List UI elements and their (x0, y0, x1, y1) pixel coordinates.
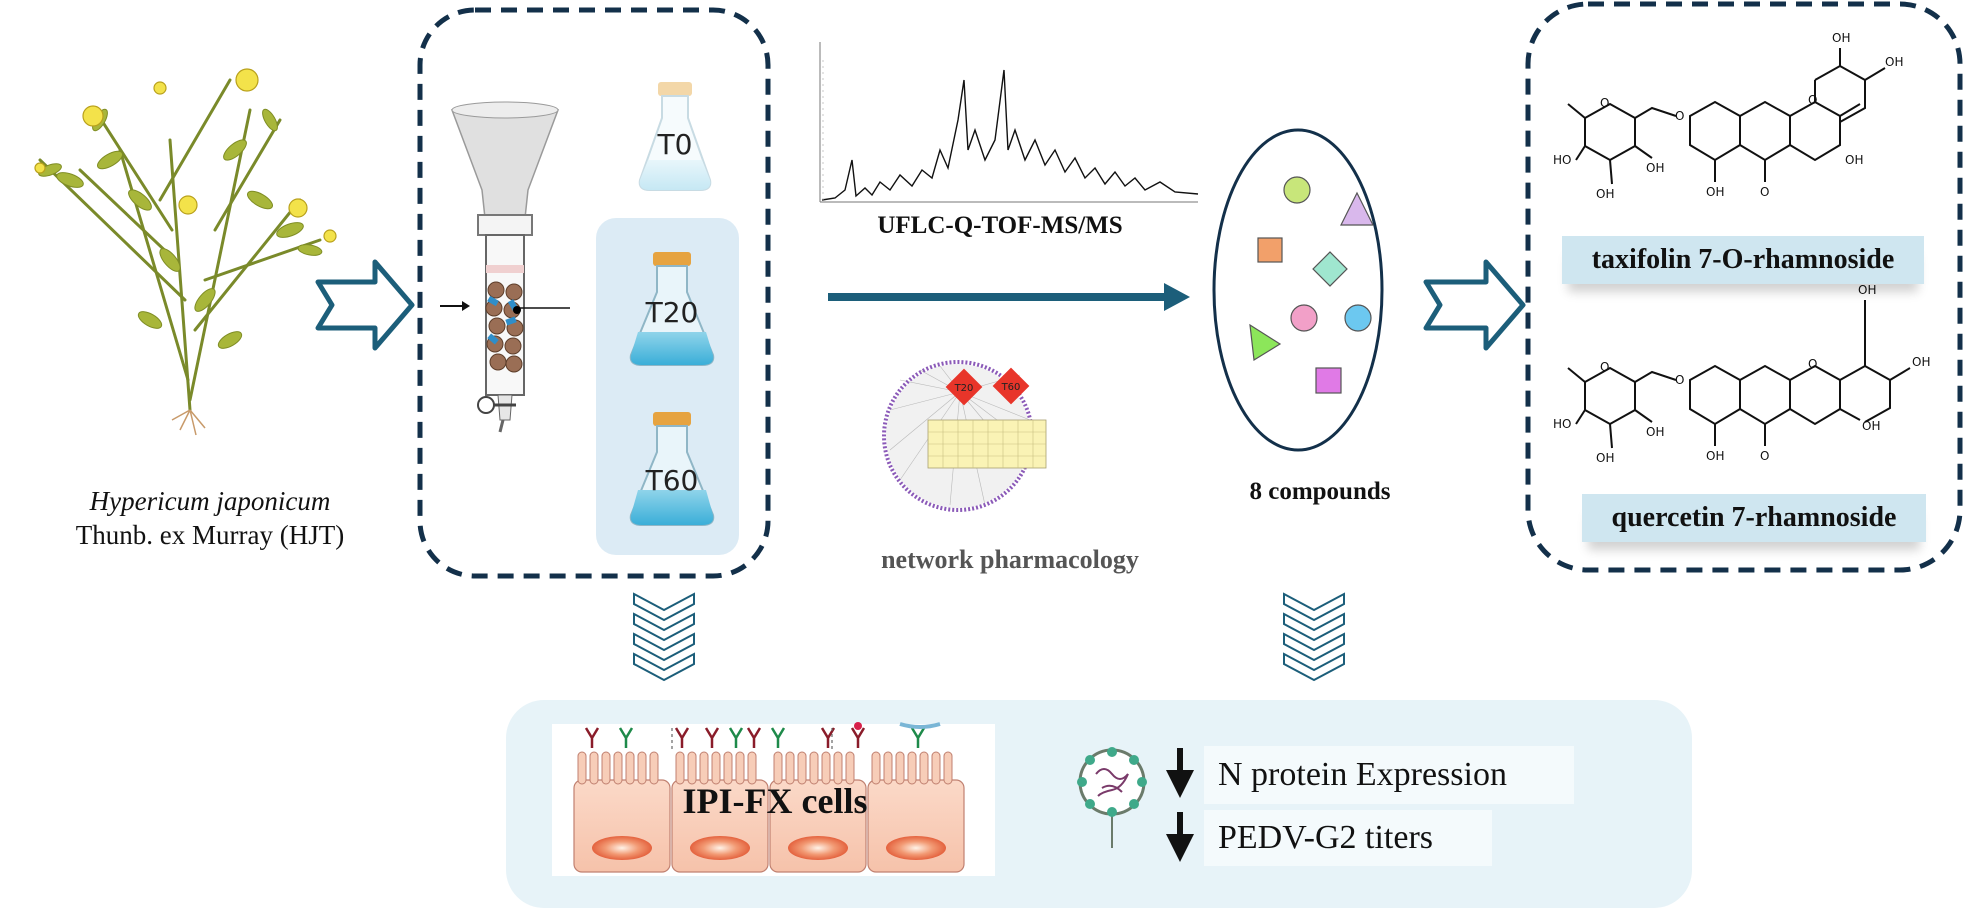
compound-shape-4 (1312, 251, 1348, 287)
flask-label-t0: T0 (657, 128, 693, 161)
decrease-arrow-icon (1166, 748, 1194, 798)
cell-line-label: IPI-FX cells (682, 781, 868, 821)
compound-shapes (1249, 176, 1374, 394)
network-node-t60: T60 (1001, 382, 1021, 393)
svg-text:OH: OH (1706, 449, 1724, 463)
compound-shape-8 (1315, 367, 1342, 394)
compound-shape-5 (1290, 304, 1318, 332)
taxifolin-structure-drawing (1567, 48, 1886, 185)
result-pedv-titers: PEDV-G2 titers (1204, 810, 1492, 866)
flask-label-t20: T20 (645, 296, 699, 329)
result-n-protein: N protein Expression (1204, 746, 1574, 804)
epithelial-cells-illustration (552, 722, 995, 876)
svg-text:OH: OH (1862, 419, 1880, 433)
svg-text:OH: OH (1858, 283, 1876, 297)
compound-shape-3 (1257, 237, 1283, 263)
network-pharmacology-graph (882, 360, 1047, 512)
arrow-plant-to-extraction (315, 259, 415, 351)
svg-text:OH: OH (1885, 55, 1903, 69)
extraction-panel (417, 7, 771, 579)
svg-text:O: O (1760, 185, 1769, 199)
svg-text:O: O (1675, 373, 1684, 387)
svg-text:OH: OH (1845, 153, 1863, 167)
svg-text:OH: OH (1596, 187, 1614, 201)
compound-shape-7 (1249, 323, 1282, 362)
method-label: UFLC-Q-TOF-MS/MS (877, 212, 1123, 239)
compound-shape-2 (1340, 191, 1374, 226)
compound-count-label: 8 compounds (1249, 478, 1391, 505)
identified-compounds-panel (1525, 1, 1963, 573)
svg-text:OH: OH (1646, 425, 1664, 439)
chevrons-down-right (1283, 592, 1345, 682)
svg-text:O: O (1675, 109, 1684, 123)
virus-icon (1077, 747, 1147, 848)
network-pharmacology-label: network pharmacology (881, 545, 1139, 574)
column-chromatography-illustration (440, 101, 570, 433)
compound-shape-1 (1283, 176, 1311, 204)
hypericum-plant-illustration (34, 68, 337, 436)
svg-text:HO: HO (1553, 417, 1571, 431)
decrease-arrow-icon-2 (1166, 812, 1194, 862)
compound1-name-label: taxifolin 7-O-rhamnoside (1562, 236, 1924, 284)
svg-text:OH: OH (1706, 185, 1724, 199)
svg-text:OH: OH (1912, 355, 1930, 369)
chevrons-down-left (633, 592, 695, 682)
arrow-compounds-to-identified (1423, 259, 1526, 351)
svg-text:O: O (1808, 357, 1817, 371)
svg-text:OH: OH (1596, 451, 1614, 465)
svg-text:O: O (1760, 449, 1769, 463)
flask-t0 (638, 82, 712, 191)
quercetin-atom-labels: O O HO OH OH OH O O OH OH OH (1553, 283, 1930, 465)
arrow-extraction-to-compounds (828, 283, 1190, 311)
svg-text:O: O (1808, 93, 1817, 107)
flask-label-t60: T60 (645, 464, 699, 497)
network-node-t20: T20 (954, 383, 974, 394)
plant-authority: Thunb. ex Murray (HJT) (75, 520, 345, 550)
compound2-name-label: quercetin 7-rhamnoside (1582, 494, 1926, 542)
flask-panel (596, 218, 739, 555)
chromatogram-thumbnail (819, 42, 1199, 203)
plant-caption: Hypericum japonicum Thunb. ex Murray (HJ… (20, 484, 400, 552)
plant-species-name: Hypericum japonicum (89, 486, 331, 516)
flask-t60 (629, 412, 715, 526)
compound-shape-6 (1344, 304, 1372, 332)
svg-text:HO: HO (1553, 153, 1571, 167)
svg-text:O: O (1600, 360, 1609, 374)
flask-t20 (629, 252, 715, 366)
quercetin-structure-drawing (1567, 300, 1911, 449)
taxifolin-atom-labels: O O HO OH OH OH O O OH OH OH (1553, 31, 1903, 201)
svg-text:OH: OH (1646, 161, 1664, 175)
svg-text:OH: OH (1832, 31, 1850, 45)
svg-text:O: O (1600, 96, 1609, 110)
